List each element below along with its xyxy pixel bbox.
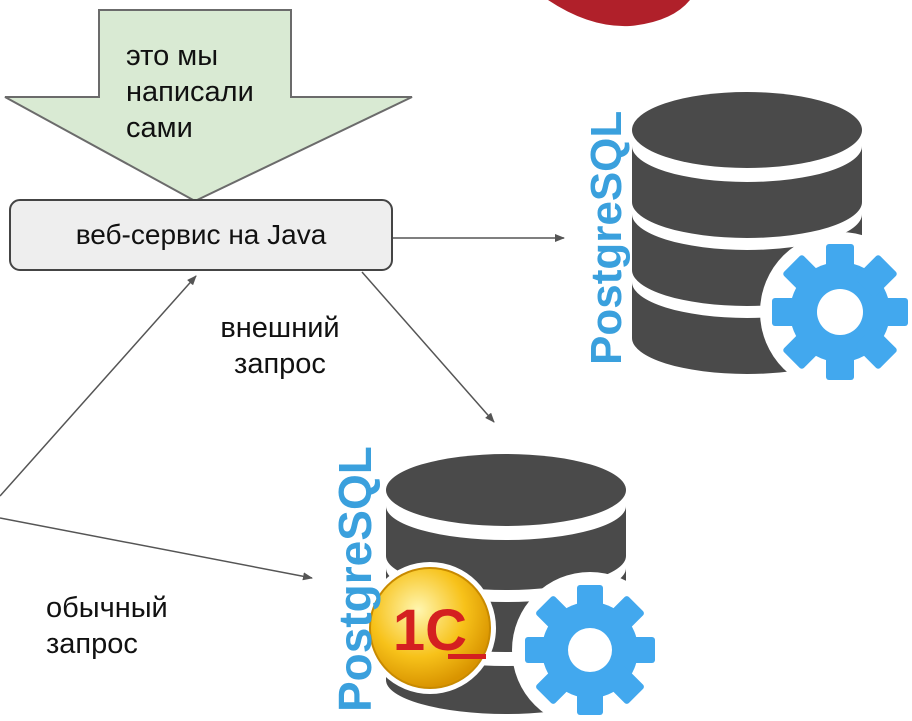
callout-line: это мы xyxy=(126,40,219,72)
external-request-line: внешний xyxy=(220,312,340,344)
external-request-line: запрос xyxy=(234,348,326,380)
edge-normal-request xyxy=(0,517,313,581)
callout-line: написали xyxy=(126,76,254,108)
database-gear-icon xyxy=(632,92,912,392)
callout-arrow-shape xyxy=(4,9,413,203)
web-service-label: веб-сервис на Java xyxy=(75,219,327,250)
edge-up-to-service xyxy=(0,275,197,497)
callout-note: это мы написали сами xyxy=(126,38,254,146)
web-service-box[interactable] xyxy=(9,199,393,271)
gear-icon-bottom xyxy=(512,572,668,721)
database-gear-1c-icon: 1С xyxy=(364,454,668,721)
postgresql-logo-text-bottom: PostgreSQL xyxy=(329,446,381,712)
normal-request-line: запрос xyxy=(46,628,138,660)
normal-request-label: обычный запрос xyxy=(46,590,168,662)
1c-badge-text: 1С xyxy=(393,598,467,663)
1c-logo-badge: 1С xyxy=(364,562,496,694)
external-request-label: внешний запрос xyxy=(200,310,360,382)
normal-request-line: обычный xyxy=(46,592,168,624)
red-logo-fragment xyxy=(548,0,690,27)
edge-external-request xyxy=(361,271,495,423)
callout-line: сами xyxy=(126,112,193,144)
postgresql-logo-text-top: PostgreSQL xyxy=(582,110,631,365)
gear-icon xyxy=(760,232,912,392)
